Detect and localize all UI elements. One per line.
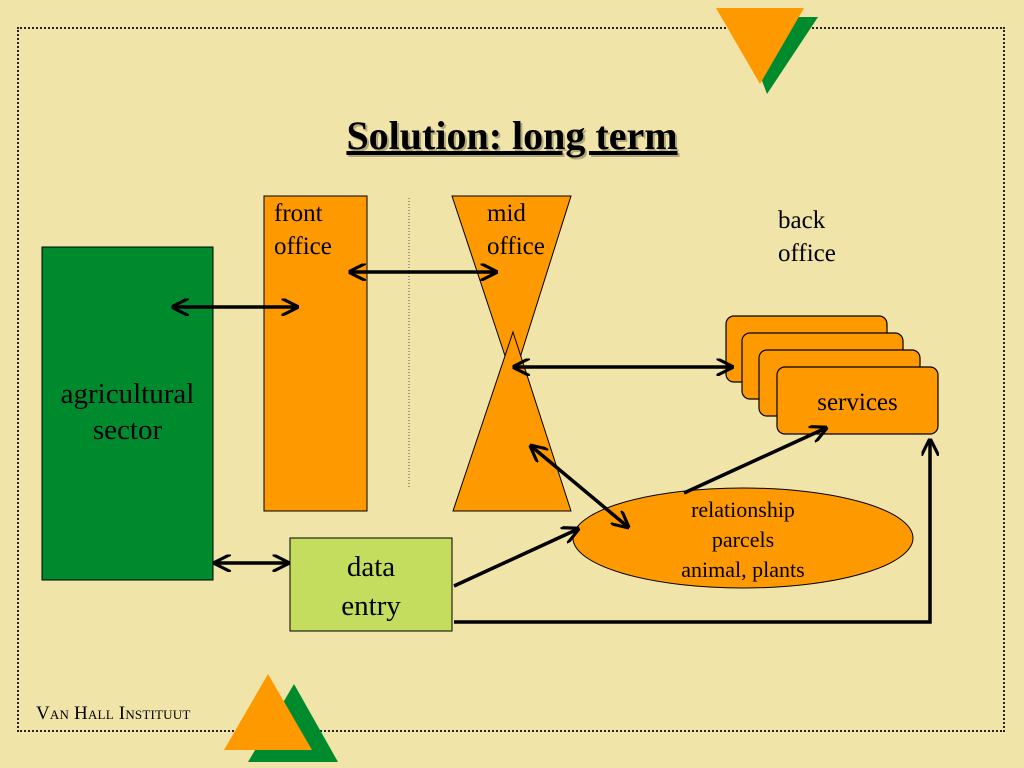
logo-top-icon [716, 8, 818, 94]
mid-office-label: mid office [487, 200, 545, 260]
arrow-mid-database [531, 446, 628, 527]
arrow-dataentry-database [453, 529, 578, 588]
agricultural-sector-label: agricultural sector [60, 378, 195, 447]
mid-office-top-triangle [451, 195, 572, 382]
data-entry-label: data entry [341, 551, 401, 623]
slide-border [17, 27, 1005, 732]
logo-bottom-icon [224, 674, 338, 762]
brand-footer: Van Hall Instituut [36, 703, 191, 724]
database-label: relationship parcels animal, plants [681, 497, 805, 583]
connector-arrows [173, 272, 930, 624]
page-title: Solution: long term [346, 113, 678, 158]
data-entry-box [289, 537, 453, 632]
arrow-dataentry-services [454, 440, 930, 624]
front-office-box [263, 195, 368, 512]
services-label: services [817, 389, 898, 416]
mid-office-bottom-triangle [452, 330, 572, 512]
back-office-label: back office [778, 207, 836, 267]
front-office-label: front office [274, 200, 332, 260]
services-card-front [776, 366, 939, 435]
arrow-database-services [683, 428, 826, 495]
